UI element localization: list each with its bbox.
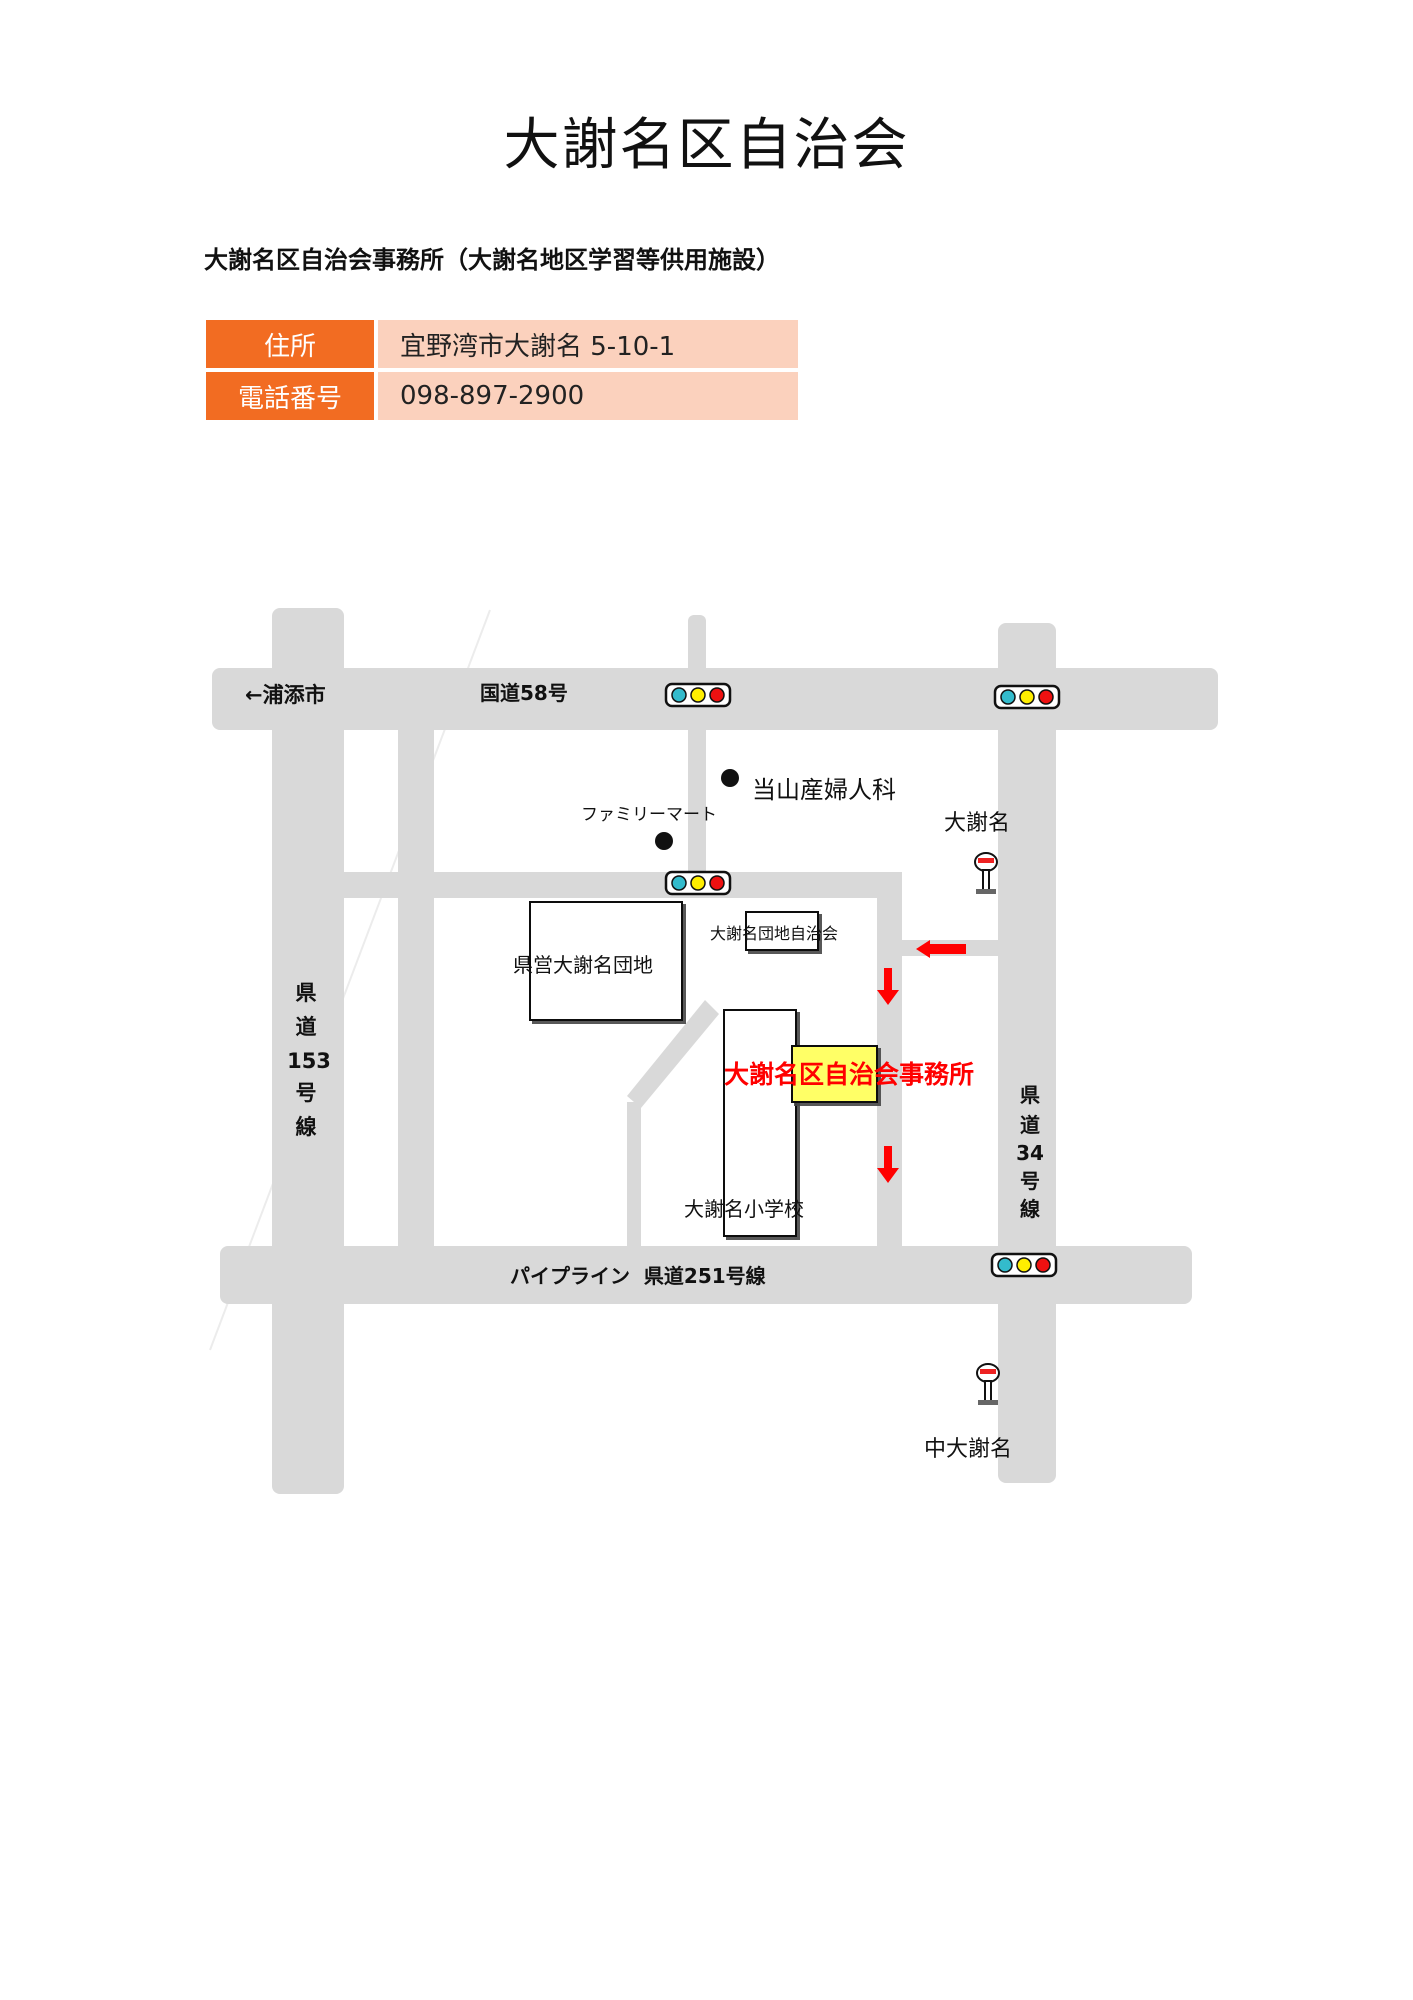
school-label: 大謝名小学校 [684, 1197, 804, 1221]
road-south-stub [627, 1102, 641, 1247]
road-diagonal [627, 1000, 719, 1108]
bus-stop-ojana-label: 大謝名 [944, 811, 1010, 836]
road-pref-34 [998, 623, 1056, 1483]
pref-34-char: 県 [1020, 1083, 1040, 1107]
pref-34-char: 34 [1016, 1141, 1044, 1165]
pref-153-label: 県 道 153 号 線 [287, 981, 331, 1139]
pref-34-char: 号 [1020, 1169, 1040, 1193]
to-urasoe-label: ←浦添市 [245, 683, 326, 707]
bus-stop-icon [974, 852, 998, 895]
office-map-label: 大謝名区自治会事務所 [724, 1060, 974, 1089]
kenei-danchi-building [529, 901, 683, 1021]
pref-153-char: 県 [296, 981, 317, 1005]
road-side-west [398, 700, 434, 1250]
road-east-street [877, 872, 902, 1248]
bus-stop-naka-ojana-label: 中大謝名 [924, 1437, 1012, 1462]
pref-153-char: 道 [296, 1015, 317, 1039]
address-value: 宜野湾市大謝名 5-10-1 [378, 320, 798, 368]
traffic-signal-icon [664, 870, 732, 896]
page-title: 大謝名区自治会 [503, 113, 910, 178]
office-building [791, 1045, 878, 1103]
school-building [723, 1009, 797, 1237]
faint-line [209, 609, 491, 1351]
traffic-signal-icon [664, 682, 732, 708]
pref-153-char: 号 [296, 1081, 317, 1105]
address-label: 住所 [206, 320, 378, 368]
arrow-down-icon [877, 968, 899, 1005]
danchi-jichikai-label: 大謝名団地自治会 [710, 924, 838, 943]
pipeline-label: パイプライン 県道251号線 [510, 1264, 766, 1288]
clinic-label: 当山産婦人科 [752, 776, 896, 804]
arrow-left-icon [916, 940, 966, 958]
pref-153-char: 153 [287, 1049, 331, 1073]
phone-label: 電話番号 [206, 372, 378, 420]
contact-table: 住所 宜野湾市大謝名 5-10-1 電話番号 098-897-2900 [206, 316, 798, 424]
phone-row: 電話番号 098-897-2900 [206, 372, 798, 420]
traffic-signal-icon [990, 1252, 1058, 1278]
address-row: 住所 宜野湾市大謝名 5-10-1 [206, 320, 798, 368]
national-58-label: 国道58号 [480, 681, 568, 705]
road-middle [344, 872, 886, 898]
familymart-marker-icon [655, 832, 673, 850]
pref-34-char: 線 [1020, 1197, 1040, 1221]
road-pipeline-251 [220, 1246, 1192, 1304]
danchi-jichikai-building [745, 911, 819, 951]
road-north-stub [688, 615, 706, 890]
route-arrows [877, 940, 966, 1183]
pref-153-char: 線 [296, 1115, 317, 1139]
arrow-down-icon [877, 1146, 899, 1183]
familymart-label: ファミリーマート [581, 805, 717, 825]
clinic-marker-icon [721, 769, 739, 787]
kenei-danchi-label: 県営大謝名団地 [513, 953, 653, 977]
pref-34-char: 道 [1020, 1113, 1040, 1137]
bus-stop-icon [976, 1363, 1000, 1406]
phone-value: 098-897-2900 [378, 372, 798, 420]
traffic-signal-icon [993, 684, 1061, 710]
roads [212, 608, 1218, 1494]
office-subtitle: 大謝名区自治会事務所（大謝名地区学習等供用施設） [204, 246, 780, 274]
pref-34-label: 県 道 34 号 線 [1016, 1083, 1044, 1221]
